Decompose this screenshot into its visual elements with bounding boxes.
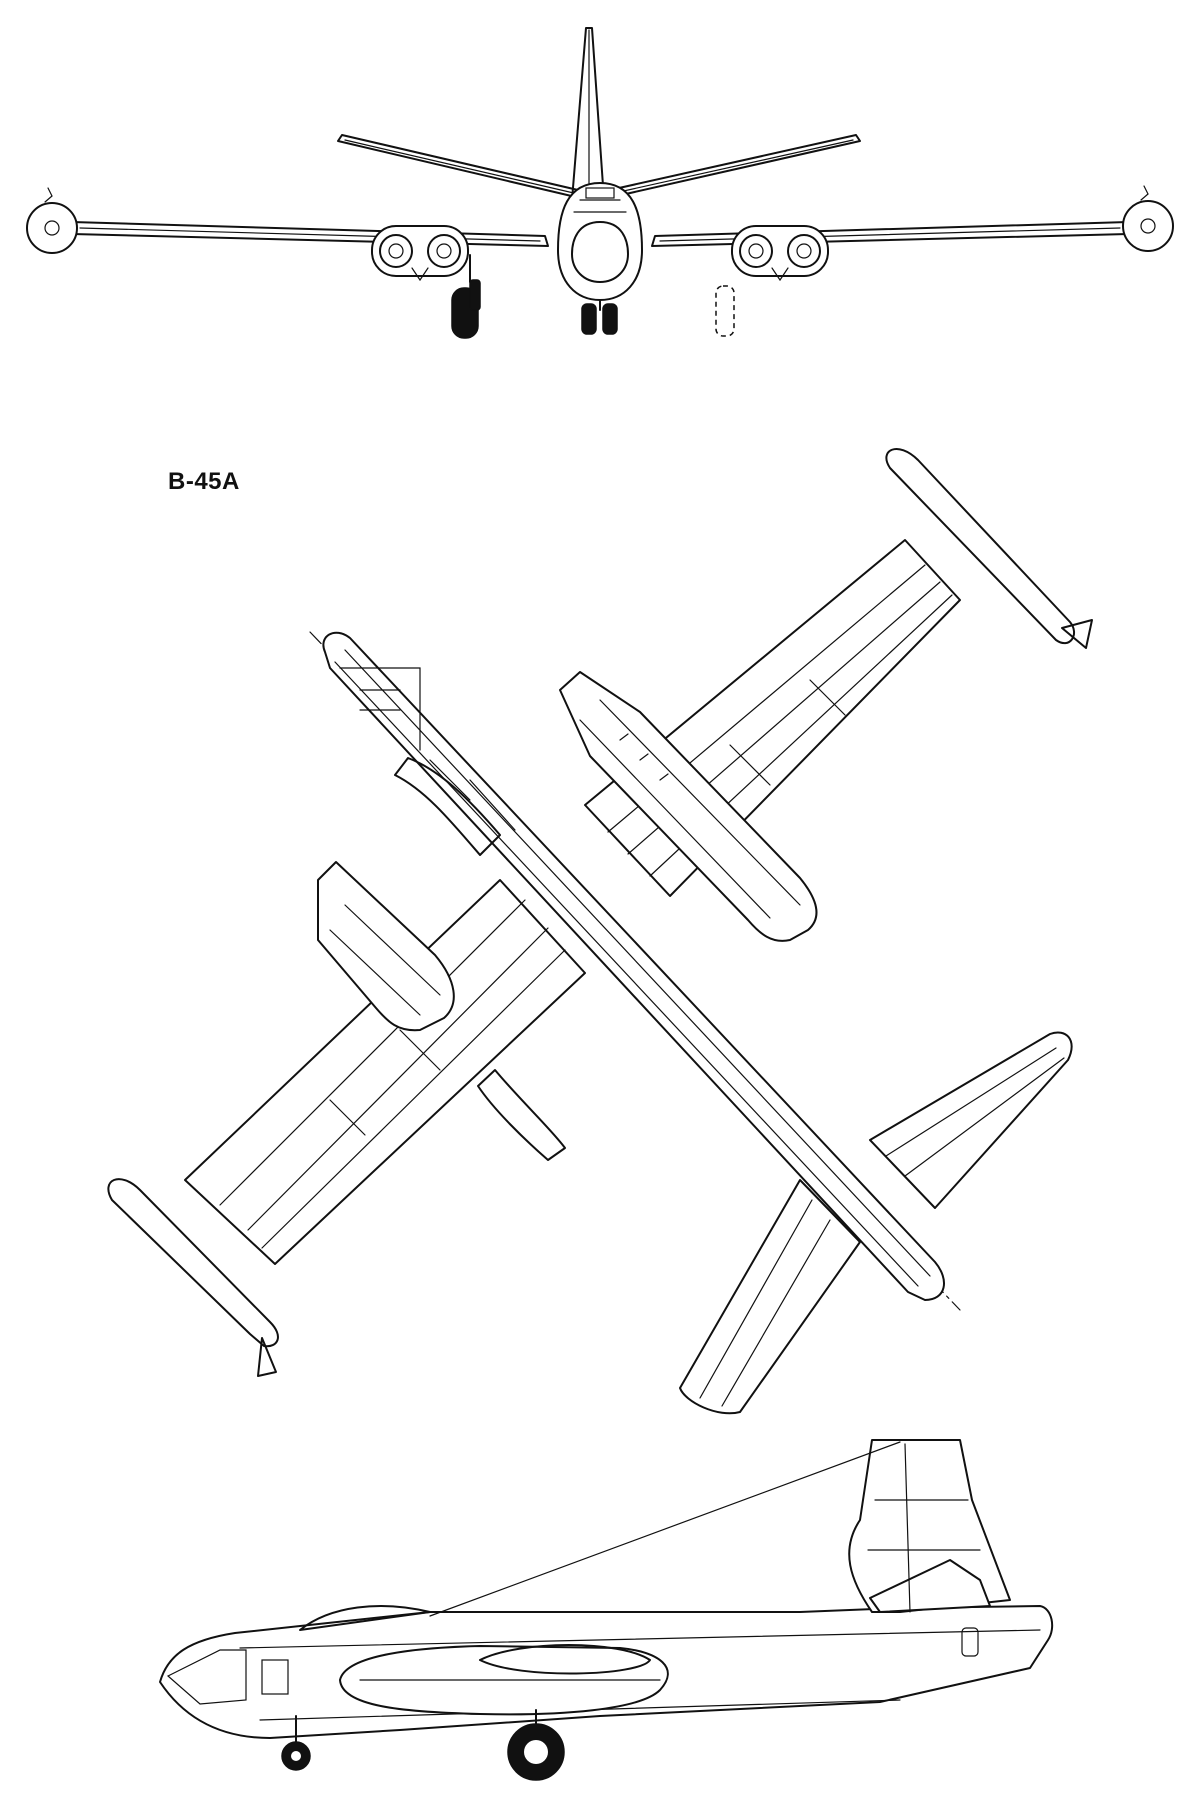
top-view-right-tip-tank xyxy=(885,448,1093,649)
front-view-tip-tank-left xyxy=(26,187,78,254)
top-view-right-horizontal-stabilizer xyxy=(869,1031,1073,1209)
front-view-tip-tank-right xyxy=(1122,185,1174,252)
front-view-landing-gear xyxy=(451,254,735,339)
top-view-right-nacelle xyxy=(559,671,818,942)
aircraft-designation-label: B-45A xyxy=(168,468,240,495)
front-view-nacelle-left xyxy=(371,225,469,282)
top-view-left-wing xyxy=(184,879,586,1265)
side-view-landing-gear xyxy=(281,1709,565,1781)
front-view-nacelle-right xyxy=(731,225,829,282)
side-view-vertical-tail xyxy=(848,1439,1011,1613)
top-view-left-tip-tank xyxy=(107,1178,279,1377)
top-view-left-horizontal-stabilizer xyxy=(679,1179,861,1415)
side-view-antenna-wire xyxy=(429,1441,901,1617)
side-view-nacelle xyxy=(339,1644,669,1716)
top-view-fuselage xyxy=(322,631,945,1301)
top-view-left-nacelle xyxy=(317,861,566,1161)
